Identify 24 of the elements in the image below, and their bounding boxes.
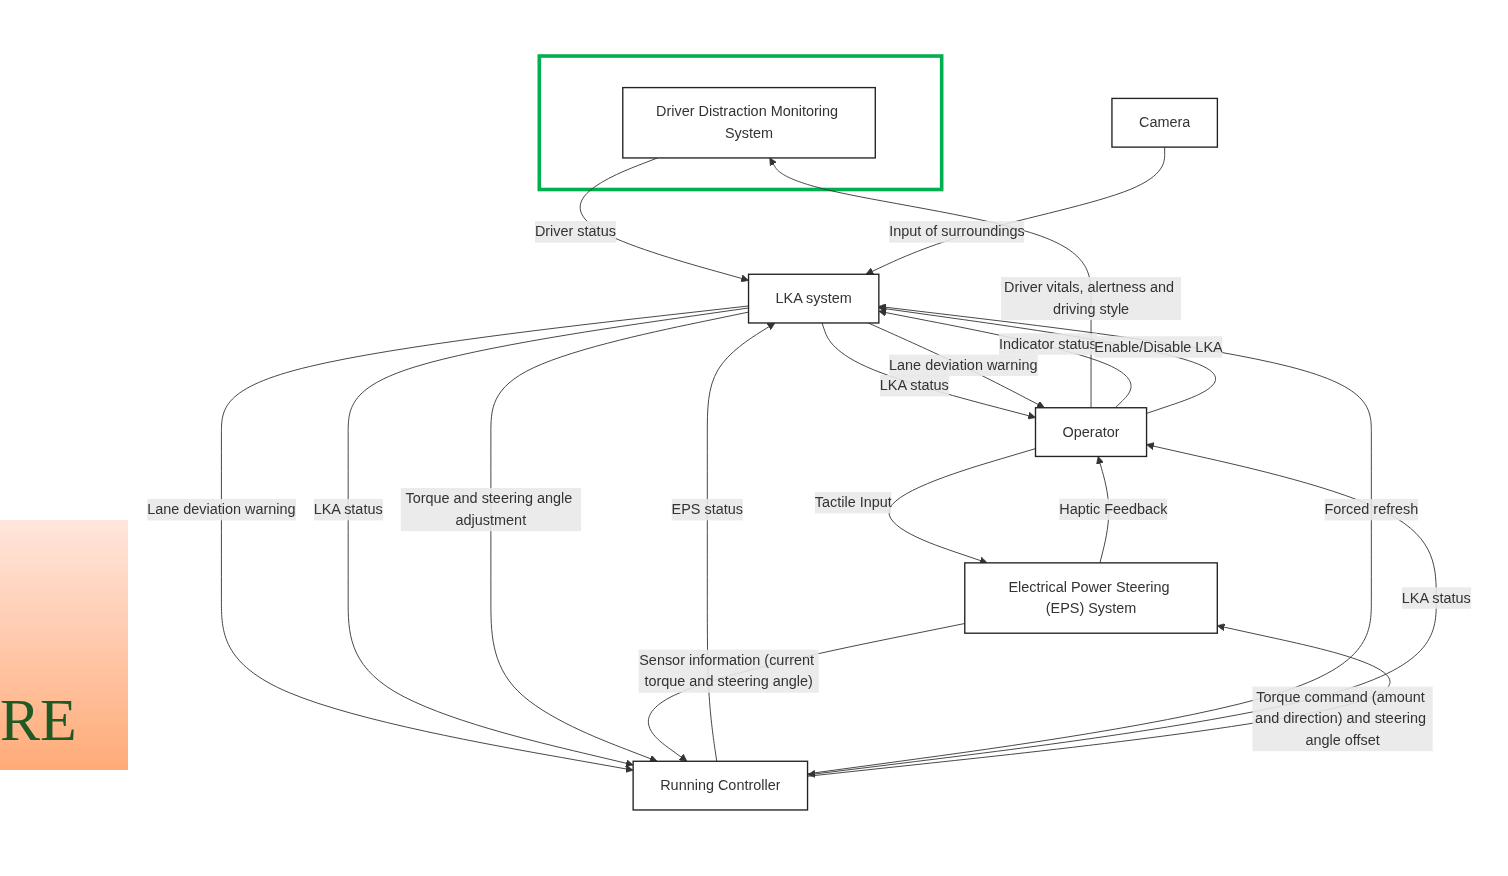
node-box: Operator: [1034, 407, 1148, 458]
node-box: Driver Distraction Monitoring System: [622, 86, 876, 159]
edge-label: Torque and steering angle adjustment: [405, 490, 573, 528]
node-box: LKA system: [747, 273, 880, 324]
edge-label: Forced refresh: [1324, 501, 1419, 517]
edge-label: Lane deviation warning: [147, 501, 296, 517]
edge-label: LKA status: [879, 377, 949, 393]
edge-label: LKA status: [1401, 589, 1471, 606]
edge-label: Torque command (amount and direction) and steering angle offset: [1255, 689, 1426, 748]
edge-label: Enable/Disable LKA: [1094, 338, 1223, 355]
node-box: Running Controller: [632, 760, 809, 811]
node-box: Camera: [1111, 97, 1219, 148]
edge-label: Sensor information (current torque and steering angle): [639, 652, 815, 690]
edge-label: Tactile Input: [814, 494, 892, 510]
edge-label: Driver status: [534, 223, 616, 240]
slide-text: RE: [0, 520, 128, 770]
edge-label: Input of surroundings: [889, 223, 1025, 240]
cluster: [537, 54, 944, 192]
edge-label: EPS status: [671, 501, 744, 517]
edge-label: Haptic Feedback: [1059, 501, 1168, 517]
edge-label: LKA status: [313, 501, 383, 517]
edge-label: Driver vitals, alertness and driving style: [1004, 279, 1175, 317]
edge-label: Lane deviation warning: [889, 357, 1038, 373]
node-box: Electrical Power Steering (EPS) System: [964, 562, 1218, 634]
